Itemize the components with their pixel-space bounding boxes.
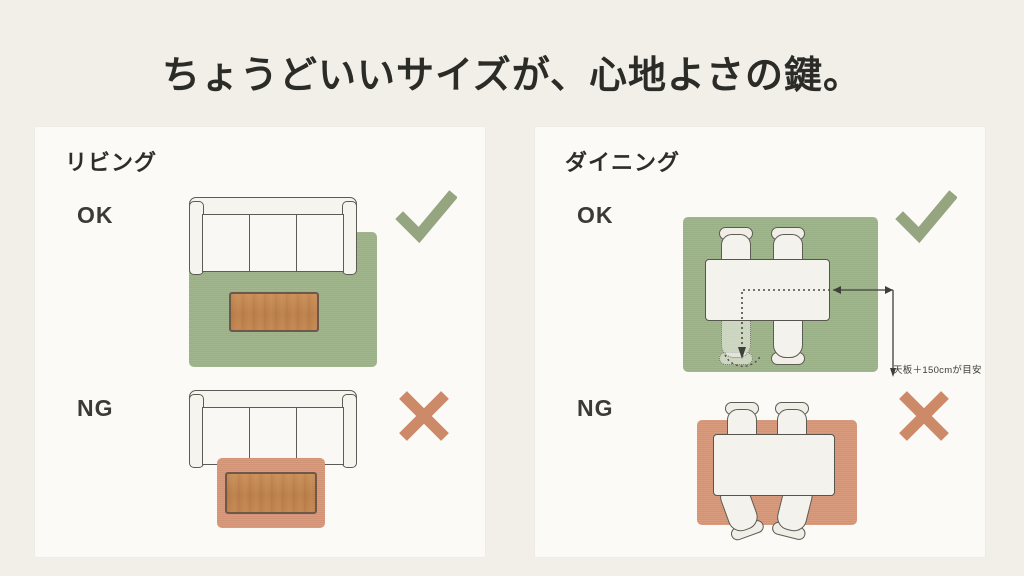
living-ok-scene [147, 187, 397, 382]
panel-living-title: リビング [65, 150, 158, 175]
panel-dining: ダイニング OK NG [535, 127, 985, 557]
page-title: ちょうどいいサイズが、心地よさの鍵。 [161, 55, 863, 97]
sofa-cushion [295, 214, 344, 272]
sofa-cushion [202, 407, 251, 465]
panel-dining-title: ダイニング [565, 150, 681, 175]
check-icon [395, 190, 457, 244]
sofa-cushion [202, 214, 251, 272]
sofa-seats [202, 407, 344, 465]
sofa-seats [202, 214, 344, 272]
living-ok-label: OK [77, 202, 114, 228]
cross-icon [899, 391, 949, 441]
sofa-cushion [295, 407, 344, 465]
sofa [189, 197, 357, 277]
sofa-armrest-right [342, 201, 357, 275]
panel-living: リビング OK NG [35, 127, 485, 557]
dining-table [713, 434, 835, 496]
dining-ok-scene: 天板＋150cmが目安 [647, 187, 982, 382]
sofa-cushion [248, 214, 298, 272]
sofa [189, 390, 357, 470]
living-ng-label: NG [77, 395, 114, 421]
sofa-armrest-right [342, 394, 357, 468]
dining-table [705, 259, 830, 321]
check-icon [895, 190, 957, 244]
dining-ng-scene [647, 382, 967, 552]
dining-annotation-text: 天板＋150cmが目安 [893, 365, 982, 376]
dining-ok-label: OK [577, 202, 614, 228]
sofa-cushion [248, 407, 298, 465]
coffee-table [229, 292, 319, 332]
living-ng-scene [147, 382, 397, 552]
dining-ng-label: NG [577, 395, 614, 421]
coffee-table [225, 472, 317, 514]
cross-icon [399, 391, 449, 441]
